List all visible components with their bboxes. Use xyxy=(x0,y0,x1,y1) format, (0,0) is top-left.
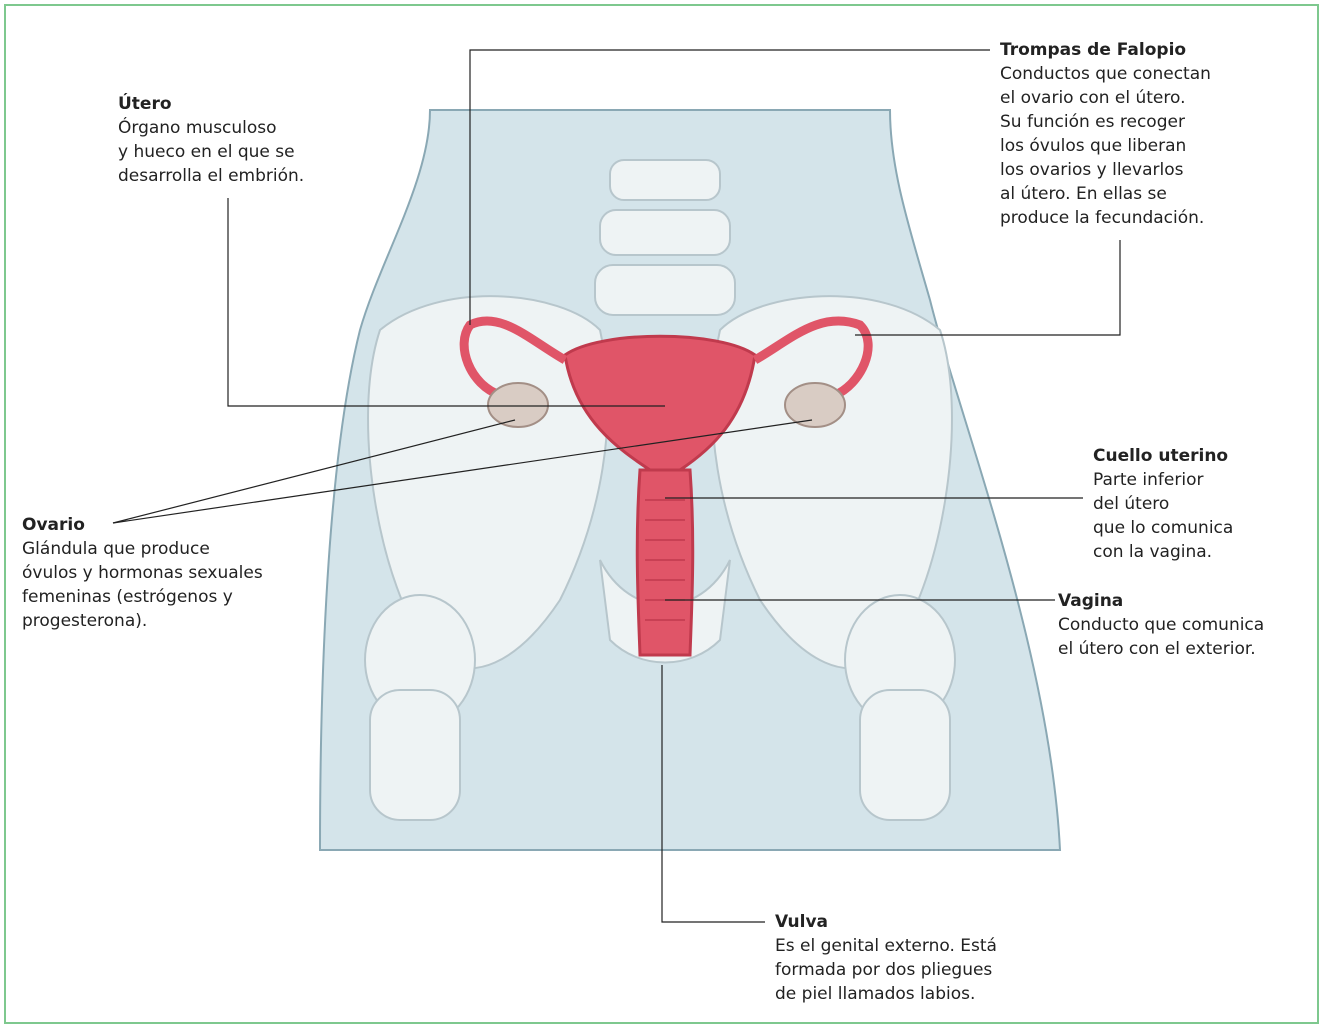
label-vulva-title: Vulva xyxy=(775,910,997,934)
label-vagina: Vagina Conducto que comunica el útero co… xyxy=(1058,589,1264,661)
label-vulva-desc: Es el genital externo. Está formada por … xyxy=(775,934,997,1006)
label-ovario-title: Ovario xyxy=(22,513,263,537)
ovary-right xyxy=(785,383,845,427)
label-ovario-desc: Glándula que produce óvulos y hormonas s… xyxy=(22,537,263,633)
label-trompas: Trompas de Falopio Conductos que conecta… xyxy=(1000,38,1211,230)
label-cuello: Cuello uterino Parte inferior del útero … xyxy=(1093,444,1233,564)
label-trompas-desc: Conductos que conectan el ovario con el … xyxy=(1000,62,1211,230)
label-vulva: Vulva Es el genital externo. Está formad… xyxy=(775,910,997,1006)
ovary-left xyxy=(488,383,548,427)
label-cuello-desc: Parte inferior del útero que lo comunica… xyxy=(1093,468,1233,564)
label-trompas-title: Trompas de Falopio xyxy=(1000,38,1211,62)
label-vagina-desc: Conducto que comunica el útero con el ex… xyxy=(1058,613,1264,661)
label-utero-title: Útero xyxy=(118,92,304,116)
label-utero-desc: Órgano musculoso y hueco en el que se de… xyxy=(118,116,304,188)
label-utero: Útero Órgano musculoso y hueco en el que… xyxy=(118,92,304,188)
label-cuello-title: Cuello uterino xyxy=(1093,444,1233,468)
label-ovario: Ovario Glándula que produce óvulos y hor… xyxy=(22,513,263,633)
label-vagina-title: Vagina xyxy=(1058,589,1264,613)
spine xyxy=(595,160,735,315)
